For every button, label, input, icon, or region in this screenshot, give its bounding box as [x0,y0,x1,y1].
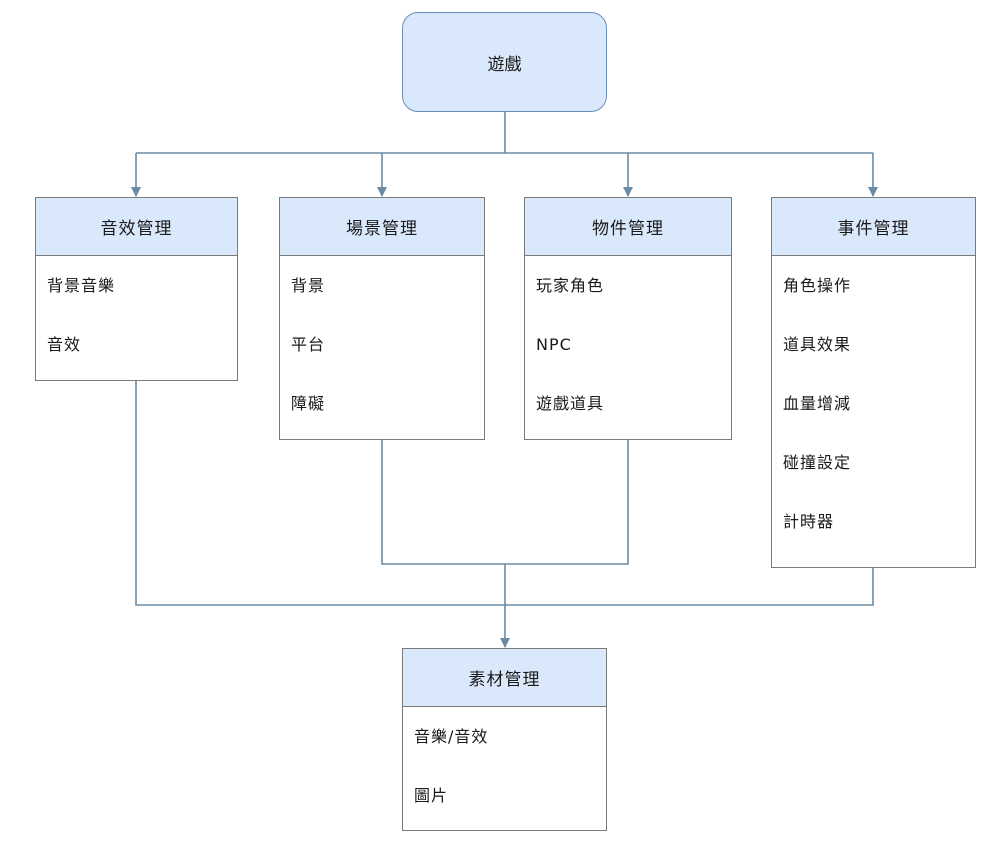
module-object-header: 物件管理 [525,198,731,256]
module-asset-management[interactable]: 素材管理 音樂/音效 圖片 [402,648,607,831]
module-asset-header: 素材管理 [403,649,606,707]
module-event-item: 碰撞設定 [783,453,852,472]
module-audio-header: 音效管理 [36,198,237,256]
merge-line-scene-object [381,440,629,565]
module-event-item: 血量增減 [783,394,852,413]
module-scene-item: 平台 [291,335,326,354]
module-scene-management[interactable]: 場景管理 背景 平台 障礙 [279,197,485,440]
module-object-item: 玩家角色 [536,276,605,295]
module-event-header: 事件管理 [772,198,975,256]
module-object-management[interactable]: 物件管理 玩家角色 NPC 遊戲道具 [524,197,732,440]
root-node-label: 遊戲 [487,54,522,75]
module-event-item: 道具效果 [783,335,852,354]
module-scene-header: 場景管理 [280,198,484,256]
module-event-management[interactable]: 事件管理 角色操作 道具效果 血量增減 碰撞設定 計時器 [771,197,976,568]
module-event-item: 角色操作 [783,276,852,295]
module-audio-item: 音效 [47,335,82,354]
module-asset-item: 圖片 [414,786,449,805]
module-audio-item: 背景音樂 [47,276,116,295]
module-asset-item: 音樂/音效 [414,727,489,746]
module-object-item: NPC [536,335,572,354]
module-audio-management[interactable]: 音效管理 背景音樂 音效 [35,197,238,381]
module-scene-item: 背景 [291,276,326,295]
module-scene-item: 障礙 [291,394,326,413]
module-event-item: 計時器 [783,512,835,531]
root-node-game[interactable]: 遊戲 [402,12,607,112]
module-object-item: 遊戲道具 [536,394,605,413]
